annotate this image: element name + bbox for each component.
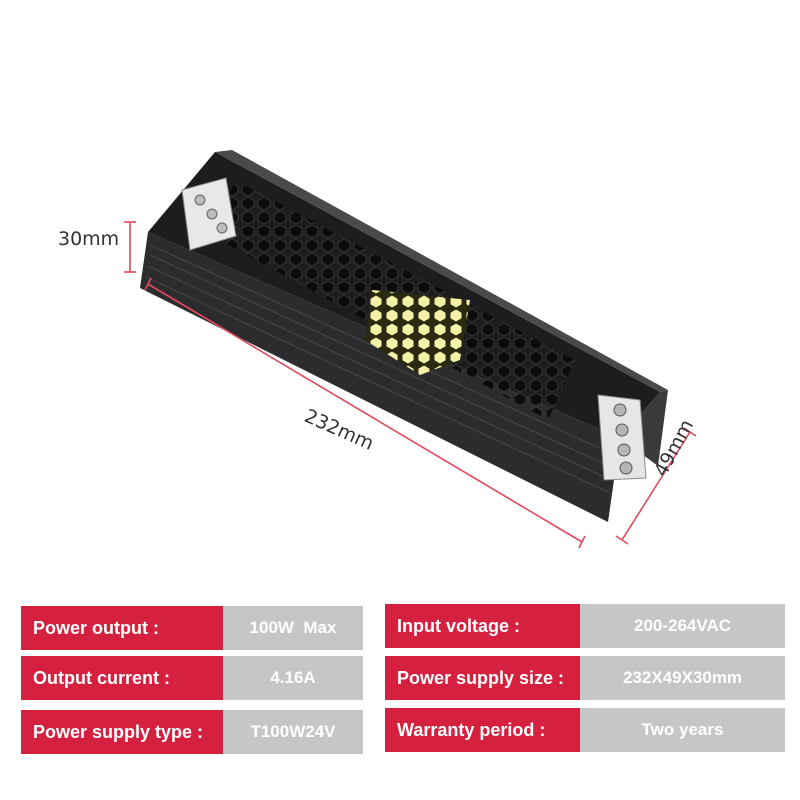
spec-label: Output current : <box>21 656 223 700</box>
spec-row-input-voltage: Input voltage : 200-264VAC <box>385 604 785 648</box>
dimension-height-label: 30mm <box>58 228 120 250</box>
spec-row-output-current: Output current : 4.16A <box>21 656 363 700</box>
spec-value: 232X49X30mm <box>580 656 785 700</box>
spec-row-power-supply-type: Power supply type : T100W24V <box>21 710 363 754</box>
spec-value: 100W Max <box>223 606 363 650</box>
spec-row-power-output: Power output : 100W Max <box>21 606 363 650</box>
power-supply-illustration <box>124 150 697 549</box>
spec-row-warranty-period: Warranty period : Two years <box>385 708 785 752</box>
spec-label: Power output : <box>21 606 223 650</box>
dimension-lines <box>124 221 697 549</box>
spec-row-power-supply-size: Power supply size : 232X49X30mm <box>385 656 785 700</box>
spec-value: 4.16A <box>223 656 363 700</box>
spec-value: T100W24V <box>223 710 363 754</box>
led-glow <box>365 290 470 375</box>
spec-label: Warranty period : <box>385 708 580 752</box>
spec-label: Power supply type : <box>21 710 223 754</box>
output-terminal-block <box>597 394 647 481</box>
spec-label: Power supply size : <box>385 656 580 700</box>
spec-value: Two years <box>580 708 785 752</box>
product-image-area: 30mm 232mm 49mm <box>58 150 698 549</box>
spec-value: 200-264VAC <box>580 604 785 648</box>
spec-label: Input voltage : <box>385 604 580 648</box>
input-terminal-block <box>181 177 237 251</box>
